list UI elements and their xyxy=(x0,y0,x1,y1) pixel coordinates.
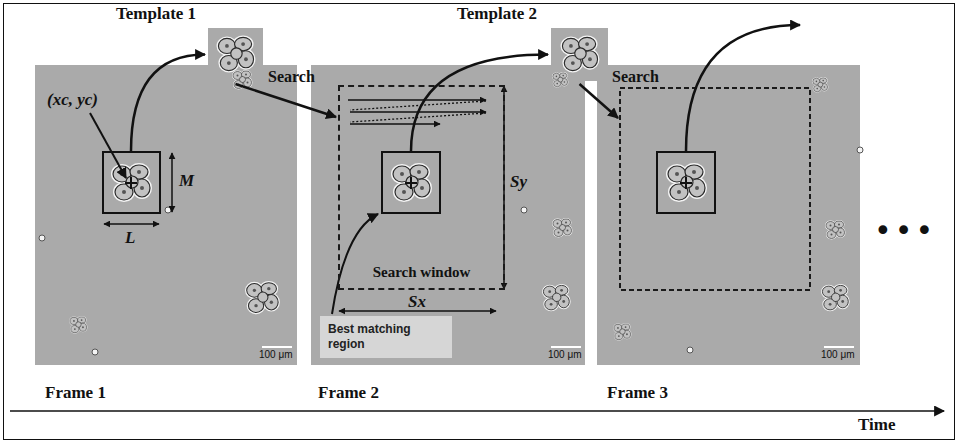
edge-label: Search xyxy=(612,68,659,86)
axis-label: Time xyxy=(858,415,895,435)
video-frame: Frame 2Search windowBest matching region xyxy=(311,65,585,365)
video-frame: Frame 3 xyxy=(597,65,860,365)
dimension-label: L xyxy=(125,228,135,248)
dimension-label: Sy xyxy=(510,172,527,192)
video-frame: Frame 1 xyxy=(35,65,297,365)
callout-text: Best matching region xyxy=(328,322,444,352)
template-heading: Template 1 xyxy=(116,4,196,24)
frame-label: Frame 2 xyxy=(318,383,379,403)
scale-bar-label: 100 μm xyxy=(548,349,582,361)
template-image: Template 2 xyxy=(551,28,608,81)
connector-arrow xyxy=(131,55,205,152)
dimension-label: M xyxy=(179,171,194,191)
connector-arrow xyxy=(236,84,337,117)
dimension-label: Sx xyxy=(408,292,426,312)
template-heading: Template 2 xyxy=(457,4,537,24)
coordinate-label: (xc, yc) xyxy=(47,90,98,110)
scale-bar-label: 100 μm xyxy=(259,349,293,361)
search-window: Search window xyxy=(338,85,505,290)
scale-bar-label: 100 μm xyxy=(821,349,855,361)
frame-label: Frame 3 xyxy=(607,383,668,403)
callout-box: Best matching region xyxy=(320,316,452,358)
connector-arrow xyxy=(580,84,619,118)
template-image: Template 1 xyxy=(208,28,263,81)
search-window-label: Search window xyxy=(340,263,503,281)
edge-label: Search xyxy=(268,68,315,86)
connector-arrow xyxy=(411,55,548,152)
frame-label: Frame 1 xyxy=(45,383,106,403)
continuation-dots: ••• xyxy=(874,214,936,249)
